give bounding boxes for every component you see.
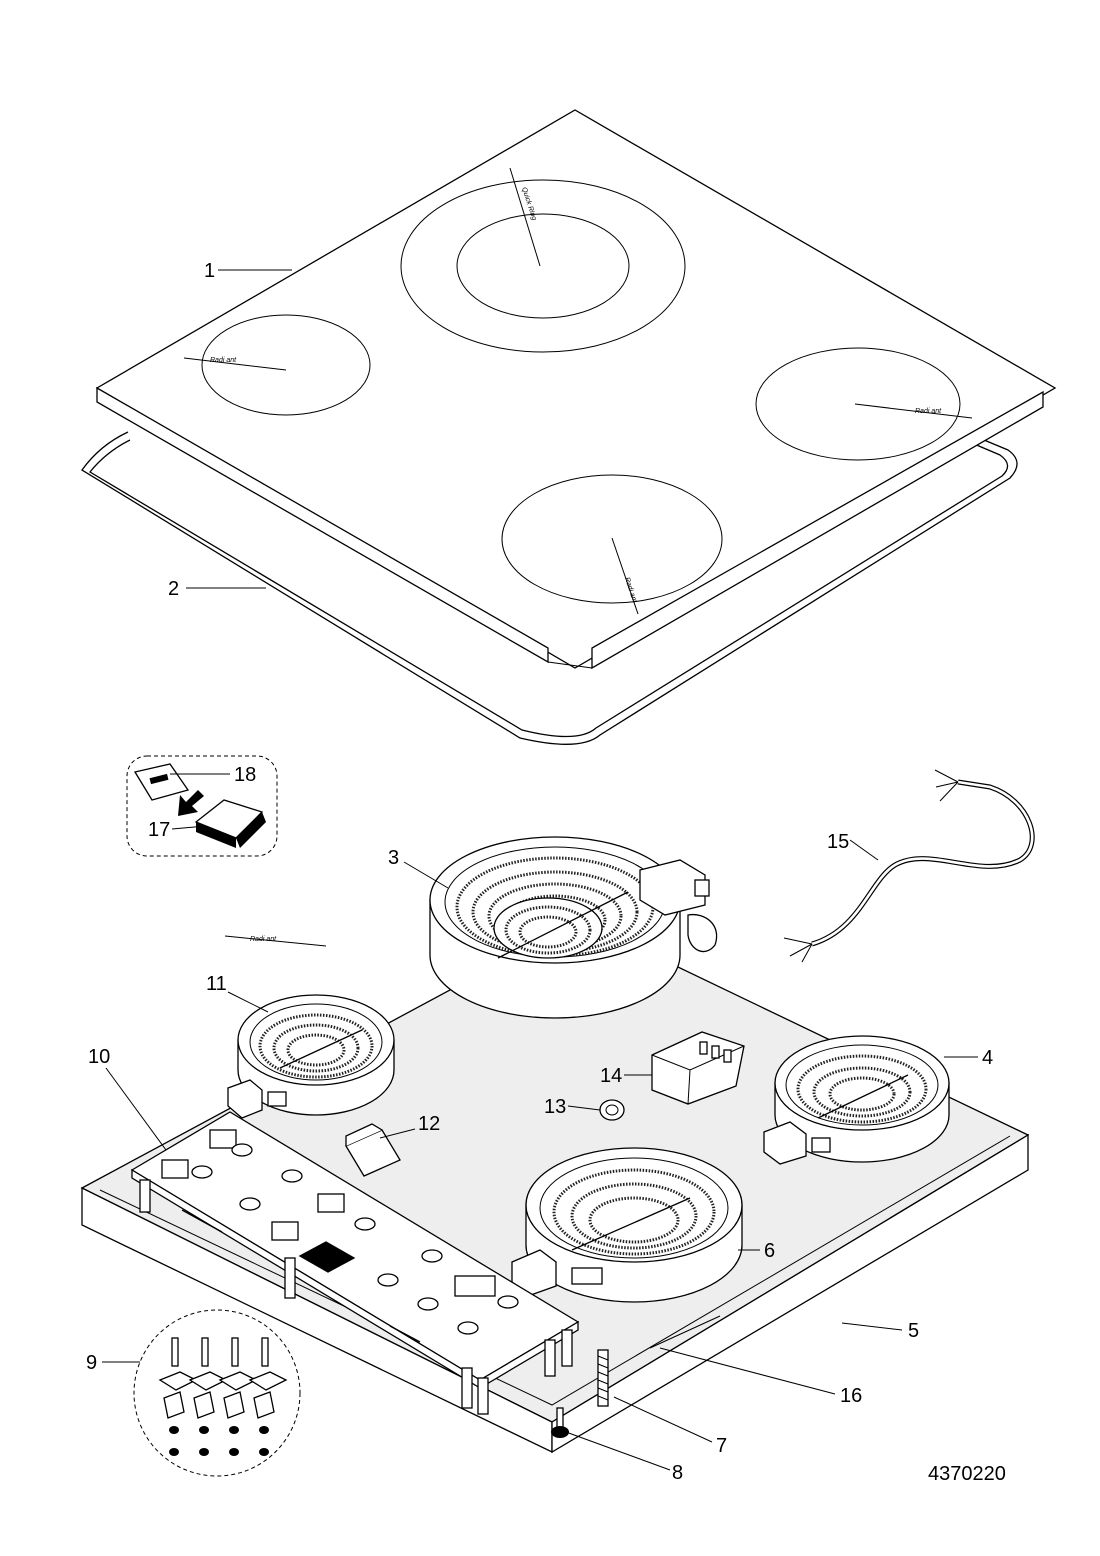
insert-arrow [178,790,204,816]
power-cord [783,769,1035,963]
gasket-frame [81,429,1018,745]
connector-block [194,799,266,848]
fixing-kit-inset [133,1309,301,1477]
callout-12: 12 [418,1113,440,1135]
glass-ceramic-top: Quick Ring Radi ant Radi ant Radi ant [95,109,1057,670]
drawing-number: 4370220 [928,1463,1006,1485]
screw [551,1407,569,1438]
label-card [133,763,190,801]
callout-1: 1 [204,260,215,282]
callout-16: 16 [840,1385,862,1407]
radiant-label-right: Radi ant [915,408,942,415]
callout-5: 5 [908,1320,919,1342]
callout-2: 2 [168,578,179,600]
fixing-kit-clips [158,1371,288,1419]
terminal-block [651,1031,745,1105]
callout-7: 7 [716,1435,727,1457]
callout-10: 10 [88,1046,110,1068]
radiant-decal: Radi ant [224,935,327,947]
callout-3: 3 [388,847,399,869]
svg-text:Radi ant: Radi ant [250,936,277,943]
callout-11: 11 [206,973,227,995]
callout-17: 17 [148,819,170,841]
fixing-kit-screws [169,1426,269,1456]
left-rear-heating-element [227,994,395,1119]
callout-18: 18 [234,764,256,786]
callout-4: 4 [982,1047,993,1069]
control-board [130,1111,580,1415]
callout-15: 15 [827,831,849,853]
leader-lines [102,269,978,1471]
right-heating-element [763,1035,950,1165]
callout-13: 13 [544,1096,566,1118]
bracket [345,1123,401,1177]
callout-labels: 1 2 3 4 5 6 7 8 9 10 11 12 13 14 15 16 1… [86,260,993,1484]
spring [597,1349,609,1407]
grommet [599,1099,625,1121]
radiant-label-left: Radi ant [210,357,237,364]
dual-heating-element [429,836,718,1019]
inset-17-18 [126,755,278,857]
fixing-kit-pins [171,1337,269,1367]
front-heating-element [511,1147,743,1303]
callout-14: 14 [600,1065,622,1087]
callout-6: 6 [764,1240,775,1262]
callout-8: 8 [672,1462,683,1484]
callout-9: 9 [86,1352,97,1374]
